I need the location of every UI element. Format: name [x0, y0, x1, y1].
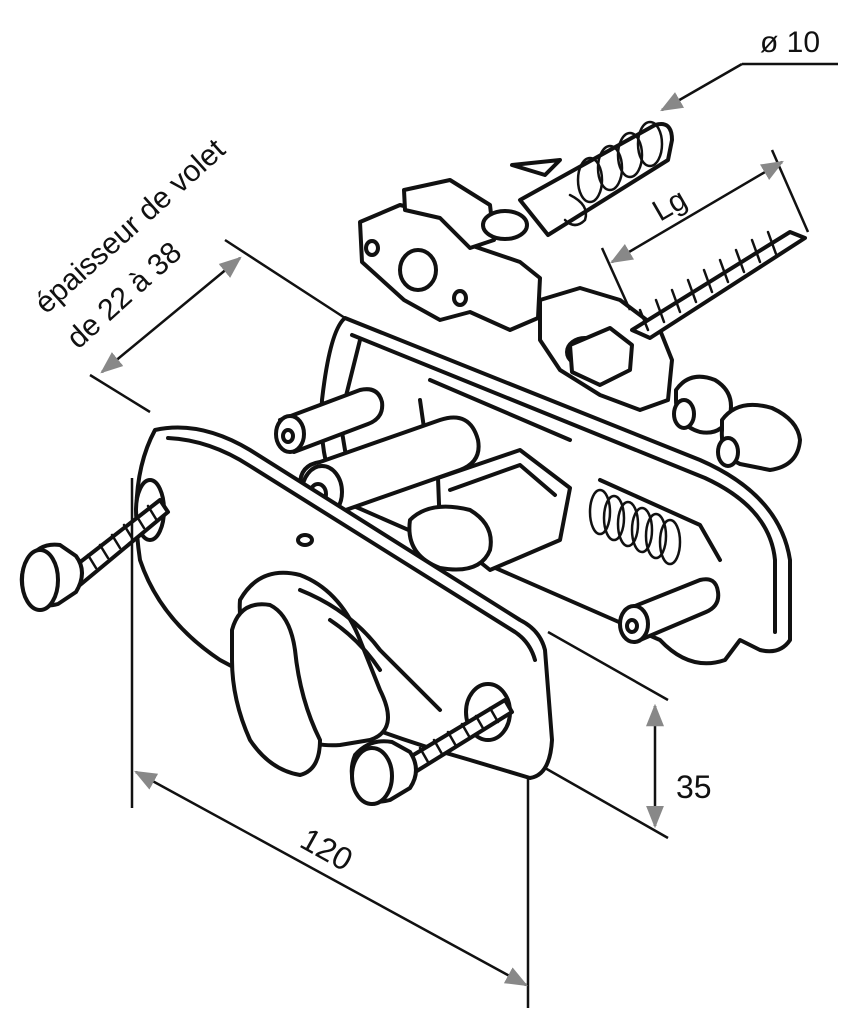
diameter-dimension: ø 10 — [660, 26, 838, 112]
width-label: 120 — [295, 821, 359, 878]
top-fitting-right — [538, 286, 674, 412]
length-dimension: Lg — [600, 149, 810, 311]
thickness-dimension: épaisseur de volet de 22 à 38 — [29, 132, 346, 414]
height-dimension: 35 — [544, 630, 712, 840]
spacer-rollers — [672, 374, 802, 472]
housing-pins — [274, 387, 721, 644]
height-label: 35 — [676, 769, 712, 805]
length-label: Lg — [647, 183, 692, 228]
latch-handle — [230, 570, 442, 777]
lag-screw — [630, 230, 807, 340]
diameter-label: ø 10 — [760, 26, 820, 59]
wall-plug — [510, 120, 674, 237]
top-fitting-left — [358, 178, 542, 332]
inner-spring — [588, 488, 682, 566]
thumb-screw-left — [19, 498, 170, 612]
